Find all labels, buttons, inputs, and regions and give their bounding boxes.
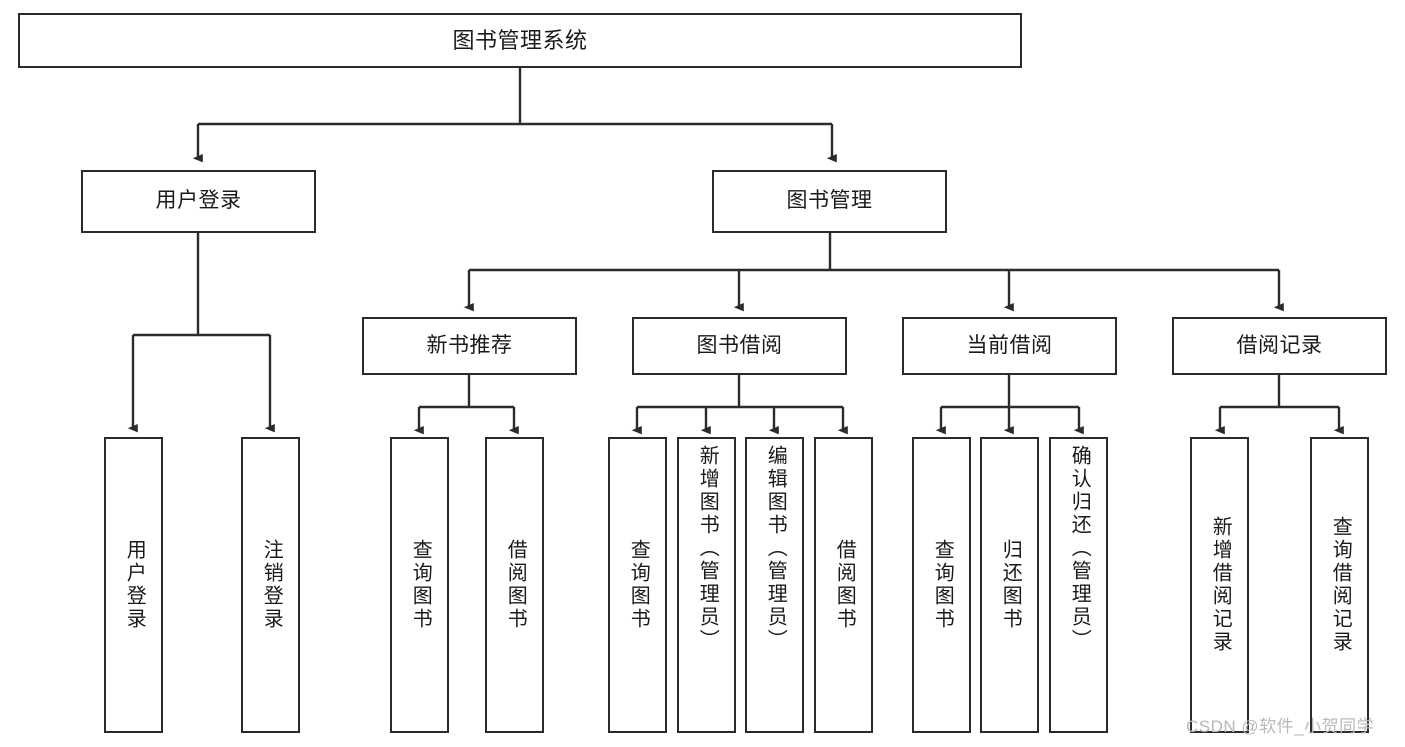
node-label: 借阅记录 [1236,333,1323,357]
node-leaf-confirm-return-admin[interactable]: 确认归还（管理员） [1049,437,1108,733]
node-leaf-query-book-borrow[interactable]: 查询图书 [608,437,667,733]
node-leaf-logout-login[interactable]: 注销登录 [241,437,300,733]
node-label: 当前借阅 [966,333,1053,357]
node-leaf-query-book-recommend[interactable]: 查询图书 [390,437,449,733]
node-borrow-record[interactable]: 借阅记录 [1172,317,1387,375]
node-book-management-system[interactable]: 图书管理系统 [18,13,1022,68]
node-label: 图书借阅 [696,333,783,357]
node-leaf-edit-book-admin[interactable]: 编辑图书（管理员） [745,437,804,733]
node-book-manage[interactable]: 图书管理 [712,170,947,233]
node-label: 编辑图书（管理员） [764,445,787,652]
node-user-login[interactable]: 用户登录 [81,170,316,233]
node-leaf-return-book[interactable]: 归还图书 [980,437,1039,733]
node-label: 图书管理 [786,189,873,213]
node-label: 注销登录 [260,539,283,631]
node-label: 确认归还（管理员） [1068,445,1091,652]
node-leaf-add-borrow-record[interactable]: 新增借阅记录 [1190,437,1249,733]
node-leaf-query-borrow-record[interactable]: 查询借阅记录 [1310,437,1369,733]
node-label: 新增图书（管理员） [696,445,719,652]
node-label: 借阅图书 [833,539,856,631]
node-label: 新增借阅记录 [1209,516,1232,654]
node-leaf-add-book-admin[interactable]: 新增图书（管理员） [677,437,736,733]
csdn-watermark: CSDN @软件_小贺同学 [1186,717,1375,736]
node-label: 查询图书 [409,539,432,631]
node-current-borrow[interactable]: 当前借阅 [902,317,1117,375]
node-book-borrow[interactable]: 图书借阅 [632,317,847,375]
node-label: 用户登录 [123,539,146,631]
node-label: 查询图书 [627,539,650,631]
node-label: 查询图书 [931,539,954,631]
node-new-book-recommend[interactable]: 新书推荐 [362,317,577,375]
node-leaf-user-login[interactable]: 用户登录 [104,437,163,733]
node-label: 借阅图书 [504,539,527,631]
node-label: 新书推荐 [426,333,513,357]
node-label: 用户登录 [155,189,242,213]
node-leaf-borrow-book-recommend[interactable]: 借阅图书 [485,437,544,733]
node-label: 图书管理系统 [452,27,588,53]
node-leaf-query-book-current[interactable]: 查询图书 [912,437,971,733]
node-label: 查询借阅记录 [1329,516,1352,654]
node-leaf-borrow-book-borrow[interactable]: 借阅图书 [814,437,873,733]
node-label: 归还图书 [999,539,1022,631]
